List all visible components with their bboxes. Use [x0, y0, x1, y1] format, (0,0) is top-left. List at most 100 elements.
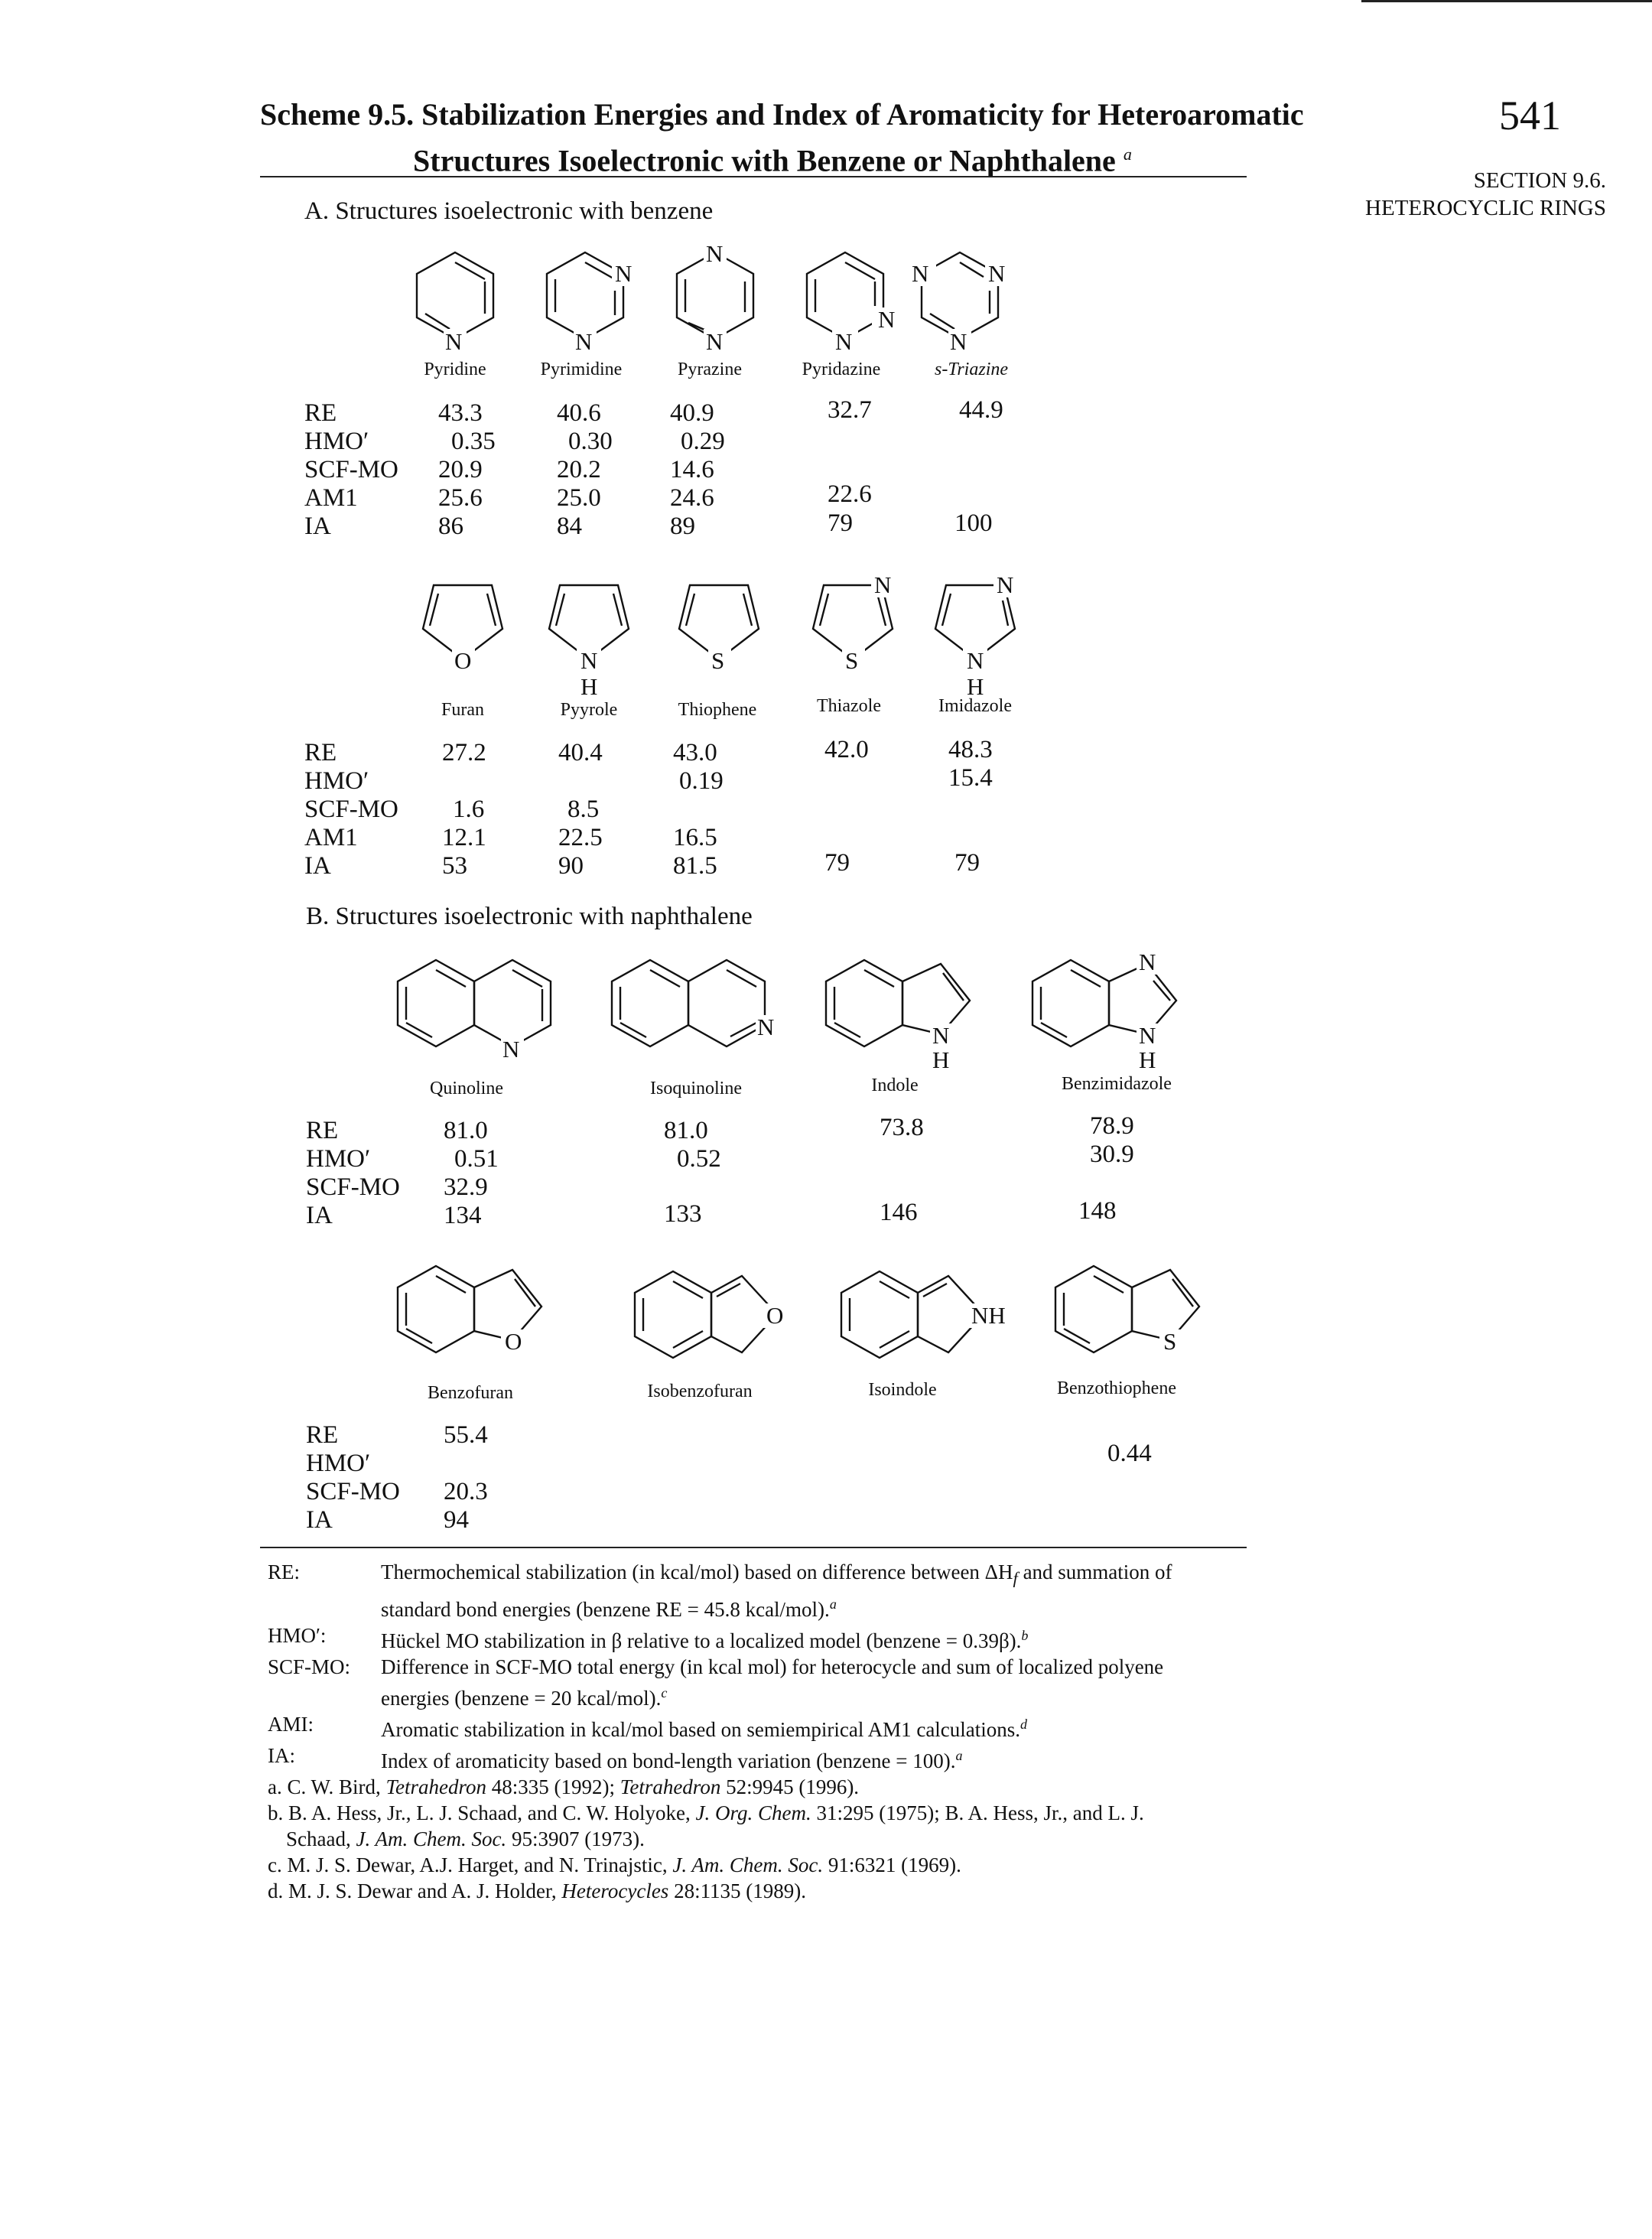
footnote-hmo: HMO′: Hückel MO stabilization in β relat…: [268, 1622, 1254, 1654]
row-label: IA: [306, 1506, 333, 1534]
table-cell: 12.1: [442, 824, 486, 851]
footnote-text: Index of aromaticity based on bond-lengt…: [381, 1749, 956, 1773]
table-cell: 146: [880, 1199, 918, 1226]
row-label: RE: [304, 739, 337, 766]
reference-a: a. C. W. Bird, Tetrahedron 48:335 (1992)…: [268, 1774, 1254, 1800]
nitrogen-label: N: [950, 328, 967, 355]
compound-name: Isoquinoline: [650, 1079, 742, 1098]
hydrogen-label: H: [932, 1046, 949, 1073]
reference-text: 31:295 (1975); B. A. Hess, Jr., and L. J…: [811, 1801, 1144, 1825]
pyrazine-structure: N N: [675, 240, 755, 355]
nitrogen-label: N: [502, 1036, 519, 1063]
row-label: AM1: [304, 824, 358, 851]
table-cell: 20.9: [438, 456, 483, 483]
nitrogen-label: N: [575, 328, 592, 355]
row-label: SCF-MO: [304, 456, 398, 483]
thiazole-structure: N S: [811, 571, 897, 674]
reference-c: c. M. J. S. Dewar, A.J. Harget, and N. T…: [268, 1852, 1254, 1878]
nitrogen-label: N: [580, 647, 597, 674]
footnote-rule: [260, 1547, 1247, 1548]
compound-name: Quinoline: [430, 1079, 503, 1098]
footnote-key: HMO′:: [268, 1624, 327, 1648]
table-cell: 81.0: [444, 1117, 488, 1144]
oxygen-label: O: [505, 1328, 522, 1355]
pyrimidine-structure: N N: [545, 251, 639, 355]
table-cell: 79: [828, 509, 853, 537]
journal-name: J. Am. Chem. Soc.: [672, 1853, 824, 1877]
superscript: c: [661, 1685, 668, 1701]
nitrogen-label: N: [445, 328, 462, 355]
table-cell: 40.4: [558, 739, 603, 766]
compound-name: Furan: [441, 700, 484, 720]
indole-structure: N H: [824, 958, 971, 1073]
table-cell: 30.9: [1090, 1141, 1134, 1168]
sulfur-label: S: [711, 647, 724, 674]
compound-name: Pyrazine: [678, 360, 742, 379]
nh-label: NH: [971, 1302, 1006, 1329]
footnote-text-part: energies (benzene = 20 kcal/mol).: [381, 1687, 662, 1710]
thiophene-structure: S: [678, 584, 760, 674]
table-cell: 0.19: [679, 767, 724, 795]
superscript: a: [829, 1596, 837, 1613]
reference-text: 91:6321 (1969).: [823, 1853, 961, 1877]
table-cell: 40.6: [557, 399, 601, 427]
table-cell: 78.9: [1090, 1112, 1134, 1140]
table-cell: 48.3: [948, 736, 993, 763]
header-rule: [260, 176, 1247, 177]
row-label: HMO′: [304, 428, 369, 455]
table-cell: 0.44: [1107, 1440, 1152, 1467]
reference-text: Schaad,: [286, 1827, 356, 1851]
section-a-heading: A. Structures isoelectronic with benzene: [304, 197, 714, 225]
reference-text: c. M. J. S. Dewar, A.J. Harget, and N. T…: [268, 1853, 673, 1877]
pyrrole-structure: N H: [548, 584, 630, 700]
reference-text: 48:335 (1992);: [486, 1775, 620, 1799]
table-cell: 20.2: [557, 456, 601, 483]
table-cell: 84: [557, 513, 582, 540]
section-label: SECTION 9.6. HETEROCYCLIC RINGS: [1365, 167, 1606, 222]
footnote-text: Hückel MO stabilization in β relative to…: [381, 1629, 1022, 1653]
nitrogen-label: N: [932, 1022, 949, 1049]
oxygen-label: O: [766, 1302, 783, 1329]
footnote-key: IA:: [268, 1744, 295, 1768]
table-cell: 81.5: [673, 852, 717, 880]
footnote-text: Thermochemical stabilization (in kcal/mo…: [381, 1559, 1172, 1622]
table-cell: 1.6: [453, 796, 485, 823]
nitrogen-label: N: [874, 571, 891, 598]
compound-name: Pyridazine: [802, 360, 881, 379]
page-number: 541: [1499, 93, 1561, 138]
compound-name: Isoindole: [868, 1380, 937, 1400]
table-cell: 25.0: [557, 484, 601, 512]
table-cell: 89: [670, 513, 695, 540]
hydrogen-label: H: [580, 673, 597, 700]
nitrogen-label: N: [835, 328, 852, 355]
nitrogen-label: N: [1139, 949, 1156, 975]
title-line-1: Scheme 9.5. Stabilization Energies and I…: [260, 97, 1304, 132]
table-cell: 55.4: [444, 1421, 488, 1449]
superscript: b: [1021, 1628, 1029, 1644]
compound-name: Benzofuran: [428, 1383, 513, 1403]
section-number: SECTION 9.6.: [1473, 168, 1606, 193]
scheme-title: Scheme 9.5. Stabilization Energies and I…: [260, 95, 1304, 181]
table-cell: 148: [1078, 1197, 1117, 1225]
table-cell: 79: [954, 849, 980, 877]
row-label: IA: [304, 852, 331, 880]
nitrogen-label: N: [706, 328, 723, 355]
compound-name: Thiazole: [817, 696, 881, 716]
sulfur-label: S: [845, 647, 858, 674]
compound-name: Pyrimidine: [540, 360, 623, 379]
compound-name: Isobenzofuran: [647, 1381, 753, 1401]
top-rule: [1361, 0, 1652, 2]
oxygen-label: O: [454, 647, 471, 674]
compound-name: Benzothiophene: [1057, 1378, 1176, 1398]
reference-b-continued: Schaad, J. Am. Chem. Soc. 95:3907 (1973)…: [268, 1826, 1254, 1852]
row-label: IA: [304, 513, 331, 540]
nitrogen-label: N: [912, 260, 928, 287]
footnote-text-part: Thermochemical stabilization (in kcal/mo…: [381, 1560, 1013, 1583]
table-cell: 32.7: [828, 396, 872, 424]
table-cell: 133: [664, 1200, 702, 1228]
row-label: IA: [306, 1202, 333, 1229]
table-cell: 27.2: [442, 739, 486, 766]
footnote-key: AMI:: [268, 1713, 314, 1736]
row-label: HMO′: [306, 1450, 371, 1477]
table-cell: 86: [438, 513, 463, 540]
